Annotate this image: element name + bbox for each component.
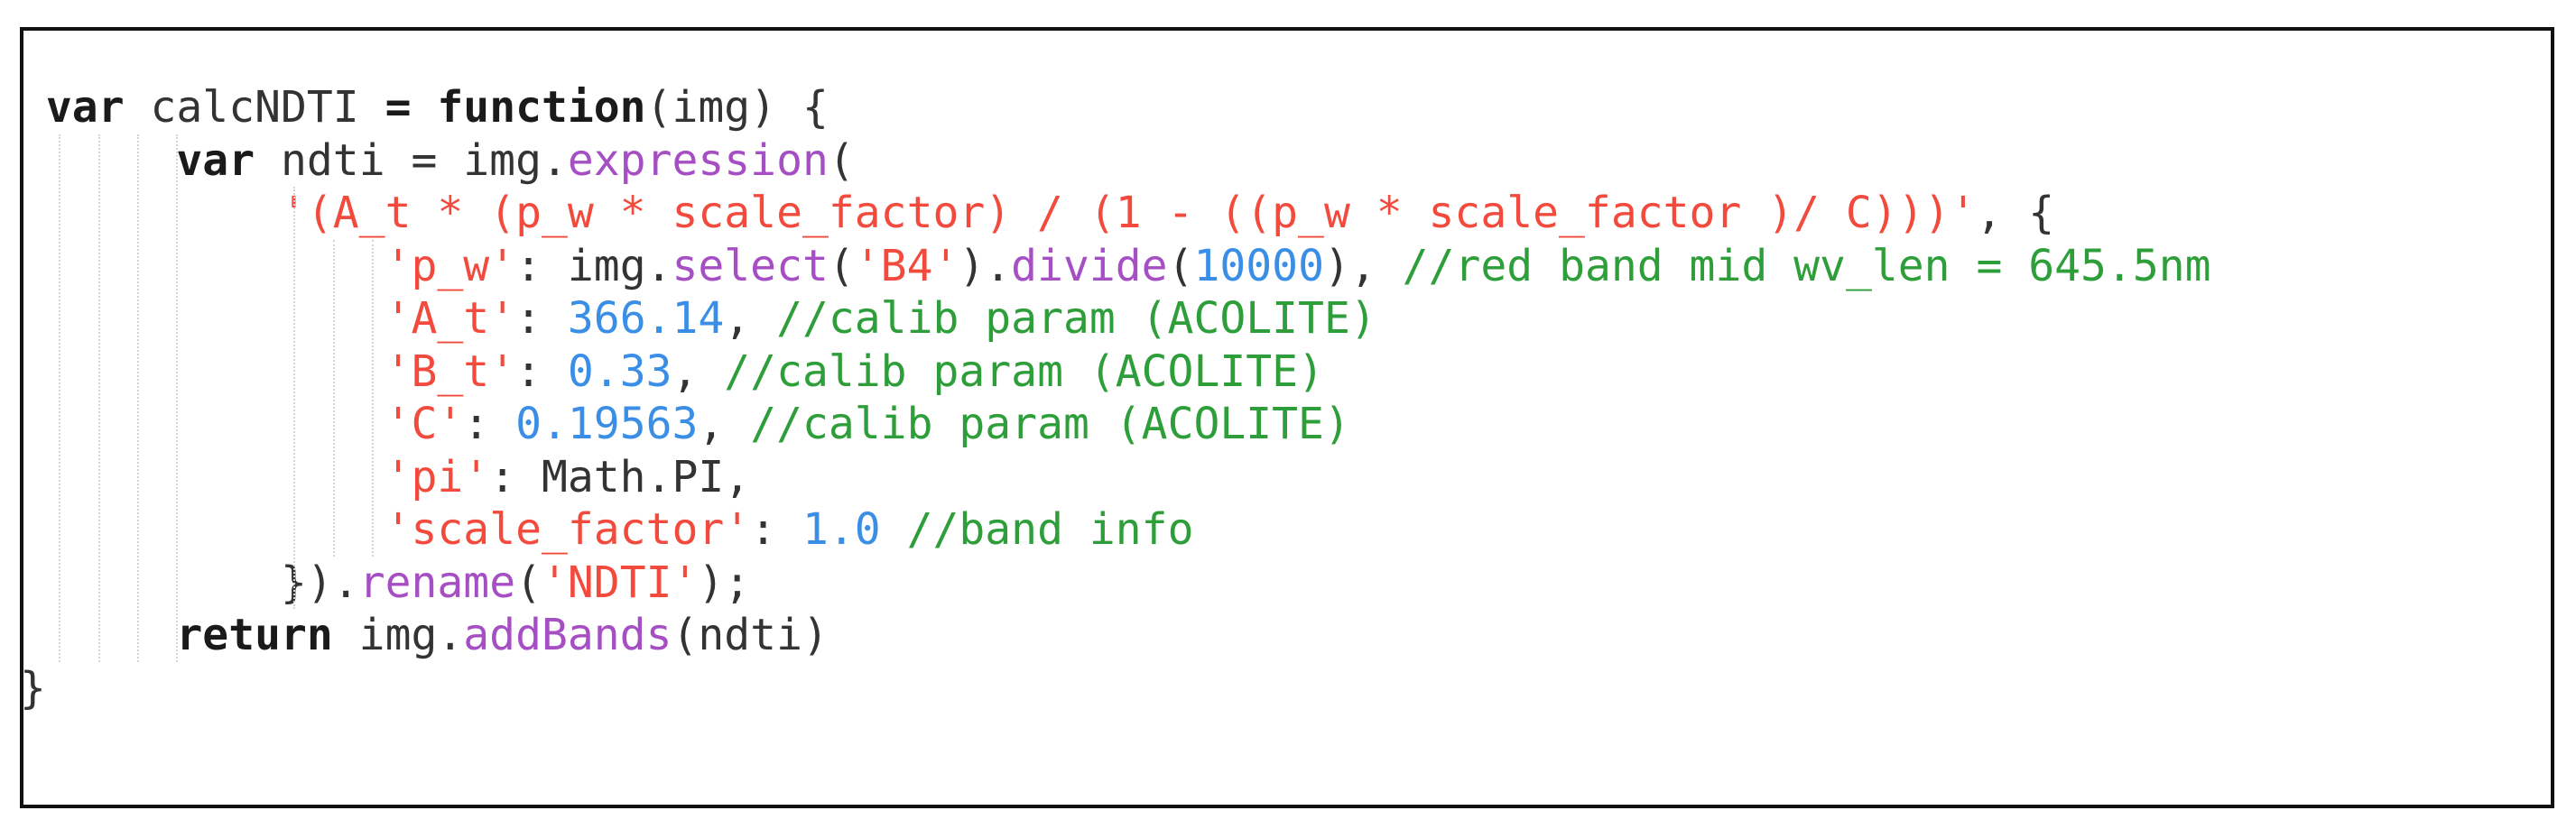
code-token: : Math.PI, (489, 451, 751, 502)
code-token: (img) { (645, 82, 829, 133)
code-token: var (176, 134, 255, 186)
code-token: ( (515, 557, 542, 608)
code-token: ); (698, 557, 751, 608)
code-token: 1.0 (802, 504, 881, 555)
code-token: 10000 (1193, 240, 1324, 291)
code-line: }).rename('NDTI'); (20, 557, 2211, 610)
code-token: : img. (515, 240, 672, 291)
code-token: ndti = img. (255, 134, 568, 186)
code-token: 'NDTI' (542, 557, 699, 608)
code-line: 'p_w': img.select('B4').divide(10000), /… (20, 240, 2211, 293)
code-token: var (45, 82, 125, 133)
code-token: : (515, 345, 568, 397)
indent-guide (59, 134, 61, 662)
code-line: var calcNDTI = function(img) { (20, 81, 2211, 134)
indent-guide (176, 134, 179, 662)
code-token: ). (959, 240, 1012, 291)
code-token: divide (1011, 240, 1168, 291)
code-token: rename (358, 557, 516, 608)
code-line: 'A_t': 366.14, //calib param (ACOLITE) (20, 292, 2211, 345)
code-token: select (672, 240, 829, 291)
code-token: return (176, 610, 333, 660)
code-token: //band info (906, 504, 1194, 555)
code-token: addBands (463, 610, 672, 660)
code-token: , (724, 293, 777, 344)
code-token: } (20, 662, 46, 714)
code-token: ( (828, 134, 855, 186)
code-editor: var calcNDTI = function(img) {var ndti =… (20, 81, 2211, 714)
code-token: 'B4' (854, 240, 959, 291)
code-token: , { (1976, 188, 2055, 238)
code-token: img. (332, 610, 464, 660)
code-line: '(A_t * (p_w * scale_factor) / (1 - ((p_… (20, 187, 2211, 240)
code-token: //calib param (ACOLITE) (776, 293, 1376, 344)
code-token: 'pi' (385, 451, 490, 502)
code-line: 'C': 0.19563, //calib param (ACOLITE) (20, 398, 2211, 451)
code-token: 'scale_factor' (385, 504, 751, 555)
code-line: var ndti = img.expression( (20, 134, 2211, 188)
code-token: 'B_t' (385, 345, 516, 397)
code-token: , (672, 345, 725, 397)
indent-guide (332, 239, 335, 557)
code-token: //calib param (ACOLITE) (724, 345, 1324, 397)
code-token (411, 82, 437, 133)
code-token: function (437, 82, 646, 133)
code-token: expression (567, 134, 829, 186)
code-token: , (698, 399, 751, 449)
code-token: 366.14 (567, 293, 725, 344)
code-token: 'p_w' (385, 240, 516, 291)
code-line: return img.addBands(ndti) (20, 609, 2211, 662)
code-token: }). (281, 557, 359, 608)
code-line: } (20, 662, 2211, 715)
code-line: 'pi': Math.PI, (20, 451, 2211, 504)
code-token: ( (828, 240, 855, 291)
code-token: = (385, 82, 412, 133)
code-token: //red band mid wv_len = 645.5nm (1402, 240, 2211, 291)
indent-guide (137, 134, 140, 662)
code-line: 'B_t': 0.33, //calib param (ACOLITE) (20, 345, 2211, 399)
indent-guide (97, 134, 100, 662)
code-token (881, 504, 907, 555)
code-token: : (515, 293, 568, 344)
code-token: ( (1167, 240, 1194, 291)
code-token: 'C' (385, 399, 464, 449)
code-token: 0.33 (567, 345, 672, 397)
code-token: ), (1323, 240, 1403, 291)
code-token: 0.19563 (515, 399, 699, 449)
code-token: : (750, 504, 802, 555)
indent-guide (372, 239, 375, 557)
code-line: 'scale_factor': 1.0 //band info (20, 503, 2211, 557)
code-token: //calib param (ACOLITE) (750, 399, 1350, 449)
code-screenshot-frame (20, 27, 2554, 808)
code-token: '(A_t * (p_w * scale_factor) / (1 - ((p_… (281, 188, 1977, 238)
code-token: calcNDTI (124, 82, 385, 133)
code-token: : (463, 399, 516, 449)
code-token: (ndti) (672, 610, 829, 660)
indent-guide (293, 187, 296, 609)
code-token: 'A_t' (385, 293, 516, 344)
